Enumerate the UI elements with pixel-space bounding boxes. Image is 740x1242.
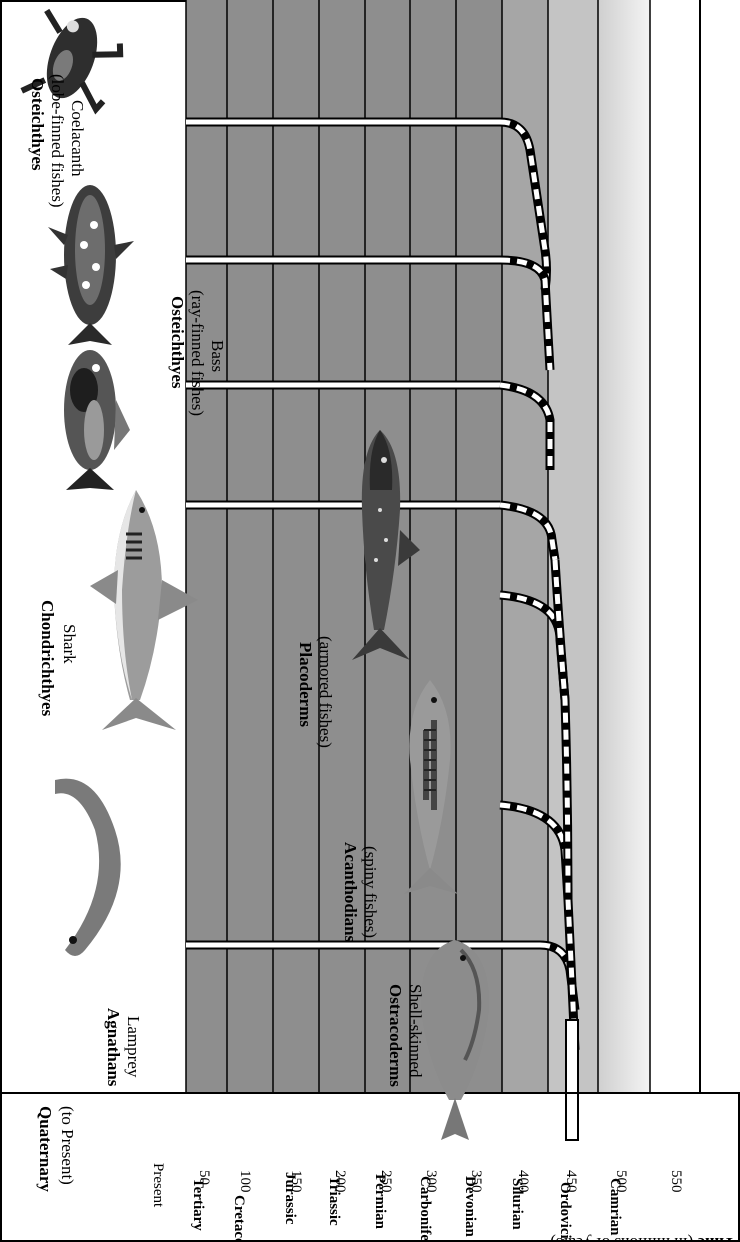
quaternary-name: Quaternary bbox=[36, 1106, 55, 1192]
ray-group-example: Bass bbox=[208, 340, 227, 372]
period-band bbox=[700, 0, 740, 1093]
lobe-group-example: Coelacanth bbox=[68, 100, 87, 177]
tick-label-text: 300 bbox=[423, 1170, 439, 1193]
period-band bbox=[650, 0, 700, 1093]
bass-illustration bbox=[64, 350, 130, 490]
label-osteichthyes-lobe: Osteichthyes (lobe-finned fishes) Coelac… bbox=[28, 74, 87, 208]
tick-label-text: 200 bbox=[332, 1170, 348, 1193]
tick-label: 550 bbox=[668, 1170, 684, 1193]
svg-text:Time (in millions of years): Time (in millions of years) bbox=[550, 1234, 735, 1242]
ostracoderms-example: Shell-skinned bbox=[406, 984, 425, 1078]
tick-label-text: 450 bbox=[563, 1170, 579, 1193]
lamprey-illustration bbox=[55, 779, 121, 956]
period-band bbox=[186, 0, 227, 1093]
tick-label: 100 bbox=[237, 1170, 253, 1193]
tick-label-text: 400 bbox=[515, 1170, 531, 1193]
chondrichthyes-example: Shark bbox=[60, 624, 79, 664]
period-name: Tertiary bbox=[190, 1178, 206, 1231]
tick-label: 300 bbox=[423, 1170, 439, 1193]
tick-label-text: 550 bbox=[668, 1170, 684, 1193]
period-band bbox=[598, 0, 650, 1093]
placoderms-example: (armored fishes) bbox=[316, 636, 335, 748]
ray-group-sub: (ray-finned fishes) bbox=[188, 290, 207, 416]
ray-group-name: Osteichthyes bbox=[168, 296, 187, 389]
acanthodians-example: (spiny fishes) bbox=[361, 846, 380, 938]
period-bands bbox=[186, 0, 740, 1093]
tick-label-text: 150 bbox=[288, 1170, 304, 1193]
label-chondrichthyes: Chondrichthyes Shark bbox=[38, 600, 79, 717]
tick-label: 50 bbox=[196, 1170, 212, 1185]
tick-label: 500 bbox=[613, 1170, 629, 1193]
lobe-group-sub: (lobe-finned fishes) bbox=[48, 74, 67, 208]
tick-label: 350 bbox=[468, 1170, 484, 1193]
tick-label: 150 bbox=[288, 1170, 304, 1193]
ostracoderm-illustration bbox=[421, 940, 489, 1140]
tick-label: 450 bbox=[563, 1170, 579, 1193]
period-band bbox=[227, 0, 273, 1093]
tick-label-text: 500 bbox=[613, 1170, 629, 1193]
period-name-text: Cretaceous bbox=[231, 1195, 247, 1242]
tick-label-text: 350 bbox=[468, 1170, 484, 1193]
shark-illustration bbox=[90, 490, 198, 730]
period-band bbox=[410, 0, 456, 1093]
tick-label-text: 100 bbox=[237, 1170, 253, 1193]
period-band bbox=[273, 0, 319, 1093]
lobe-group-name: Osteichthyes bbox=[28, 78, 47, 171]
acanthodians-name: Acanthodians bbox=[341, 842, 360, 943]
coelacanth-illustration bbox=[48, 185, 134, 345]
tick-label: 400 bbox=[515, 1170, 531, 1193]
label-agnathans: Agnathans Lamprey bbox=[104, 1008, 143, 1087]
agnathans-name: Agnathans bbox=[104, 1008, 123, 1087]
tick-label: 200 bbox=[332, 1170, 348, 1193]
tick-label-text: Present bbox=[150, 1163, 166, 1208]
time-title-bold: Time bbox=[697, 1234, 735, 1242]
chondrichthyes-name: Chondrichthyes bbox=[38, 600, 57, 717]
period-name: Cretaceous bbox=[231, 1195, 247, 1242]
period-band bbox=[456, 0, 502, 1093]
quaternary-note: (to Present) bbox=[58, 1106, 77, 1185]
tick-label-text: 250 bbox=[378, 1170, 394, 1193]
tick-label: 250 bbox=[378, 1170, 394, 1193]
label-acanthodians: Acanthodians (spiny fishes) bbox=[341, 842, 380, 943]
tick-label-text: 50 bbox=[196, 1170, 212, 1185]
agnathans-example: Lamprey bbox=[124, 1016, 143, 1078]
tick-label: Present bbox=[150, 1163, 166, 1208]
period-band bbox=[502, 0, 548, 1093]
label-quaternary: Quaternary (to Present) bbox=[36, 1106, 77, 1192]
ostracoderms-name: Ostracoderms bbox=[386, 984, 405, 1087]
label-ostracoderms: Ostracoderms Shell-skinned bbox=[386, 984, 425, 1087]
placoderms-name: Placoderms bbox=[296, 642, 315, 727]
time-axis-title: Time (in millions of years) bbox=[550, 1234, 735, 1242]
root-bar bbox=[566, 1020, 578, 1140]
period-name-text: Tertiary bbox=[190, 1178, 206, 1231]
time-title-rest: (in millions of years) bbox=[550, 1234, 697, 1242]
